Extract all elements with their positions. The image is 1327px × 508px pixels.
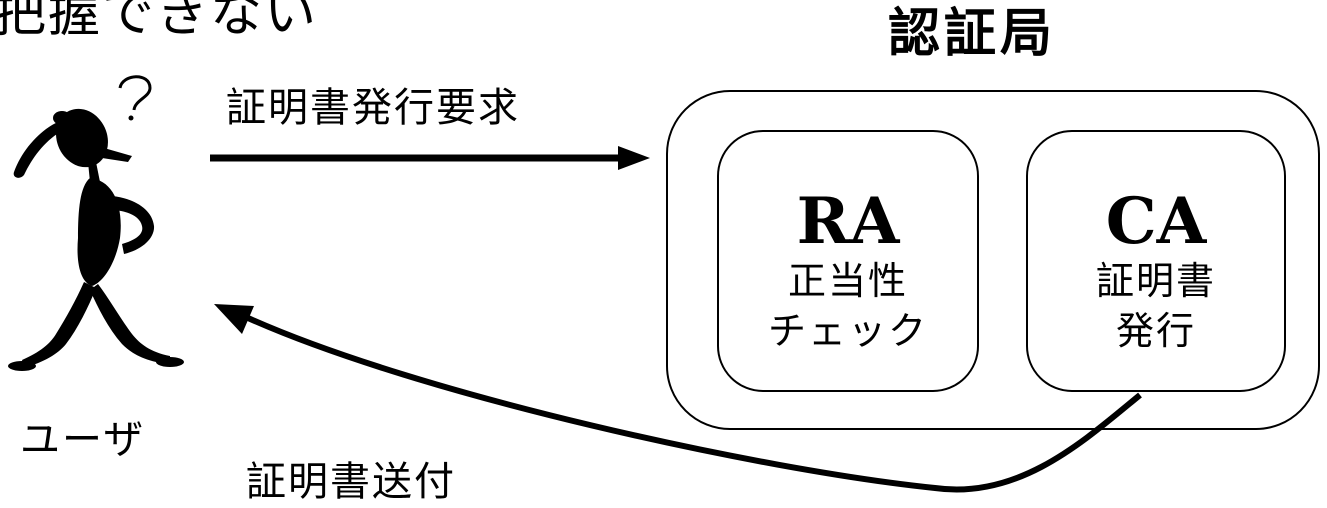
top-caption: 把握できない (0, 0, 319, 44)
certificate-authority-title: 認証局 (888, 4, 1057, 64)
ca-desc-line2: 発行 (1115, 309, 1196, 353)
ca-box: CA 証明書 発行 (1026, 130, 1286, 392)
ca-name: CA (1105, 184, 1207, 259)
ca-desc-line1: 証明書 (1095, 259, 1216, 303)
send-arrow (214, 304, 1142, 493)
ra-desc-line2: チェック (767, 309, 928, 353)
request-arrow (210, 146, 650, 170)
ra-name: RA (796, 184, 900, 259)
confused-user-icon (8, 75, 184, 371)
ra-desc-line1: 正当性 (787, 259, 908, 303)
user-label: ユーザ (20, 417, 146, 463)
send-arrow-label: 証明書送付 (246, 459, 456, 505)
request-arrow-label: 証明書発行要求 (226, 85, 520, 131)
ra-box: RA 正当性 チェック (717, 130, 979, 392)
certificate-authority-box (666, 90, 1320, 430)
